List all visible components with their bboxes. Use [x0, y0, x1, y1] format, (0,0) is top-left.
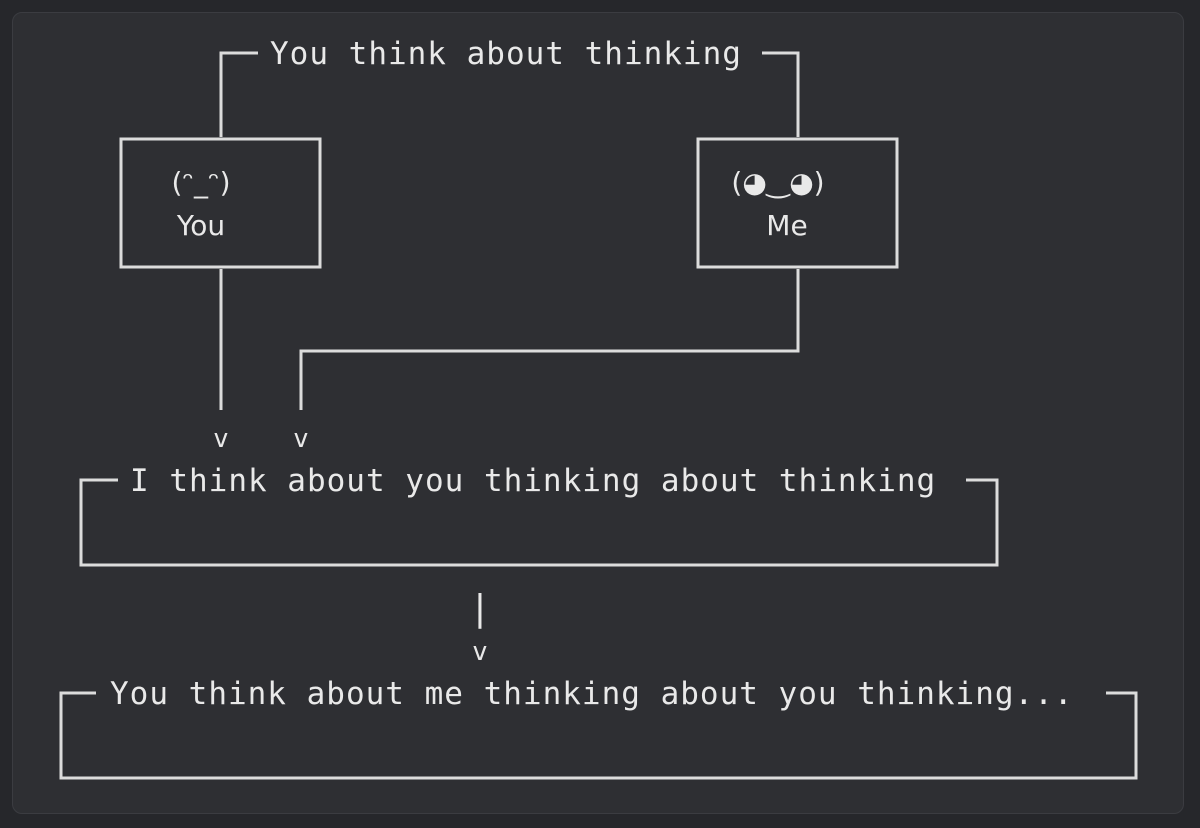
me-box: [696, 137, 899, 269]
me-down-connector: [299, 269, 800, 410]
top-connector-left: [219, 51, 258, 137]
bottom-bracket-box: [59, 691, 1138, 780]
top-label: You think about thinking: [270, 36, 742, 72]
me-label: Me: [766, 209, 807, 242]
me-face: (◕‿◕): [731, 166, 824, 199]
you-face: (ᵔ_ᵔ): [171, 166, 230, 199]
middle-label: I think about you thinking about thinkin…: [130, 463, 936, 499]
down-pipe: |: [469, 588, 491, 629]
you-arrow: v: [213, 424, 229, 454]
bottom-label: You think about me thinking about you th…: [110, 676, 1074, 712]
you-label: You: [176, 209, 225, 242]
diagram-frame: [12, 12, 1184, 814]
bottom-arrow: v: [472, 637, 488, 667]
me-arrow: v: [293, 424, 309, 454]
you-box: [119, 137, 322, 269]
middle-bracket-box: [79, 478, 999, 567]
top-connector-right: [762, 51, 800, 137]
